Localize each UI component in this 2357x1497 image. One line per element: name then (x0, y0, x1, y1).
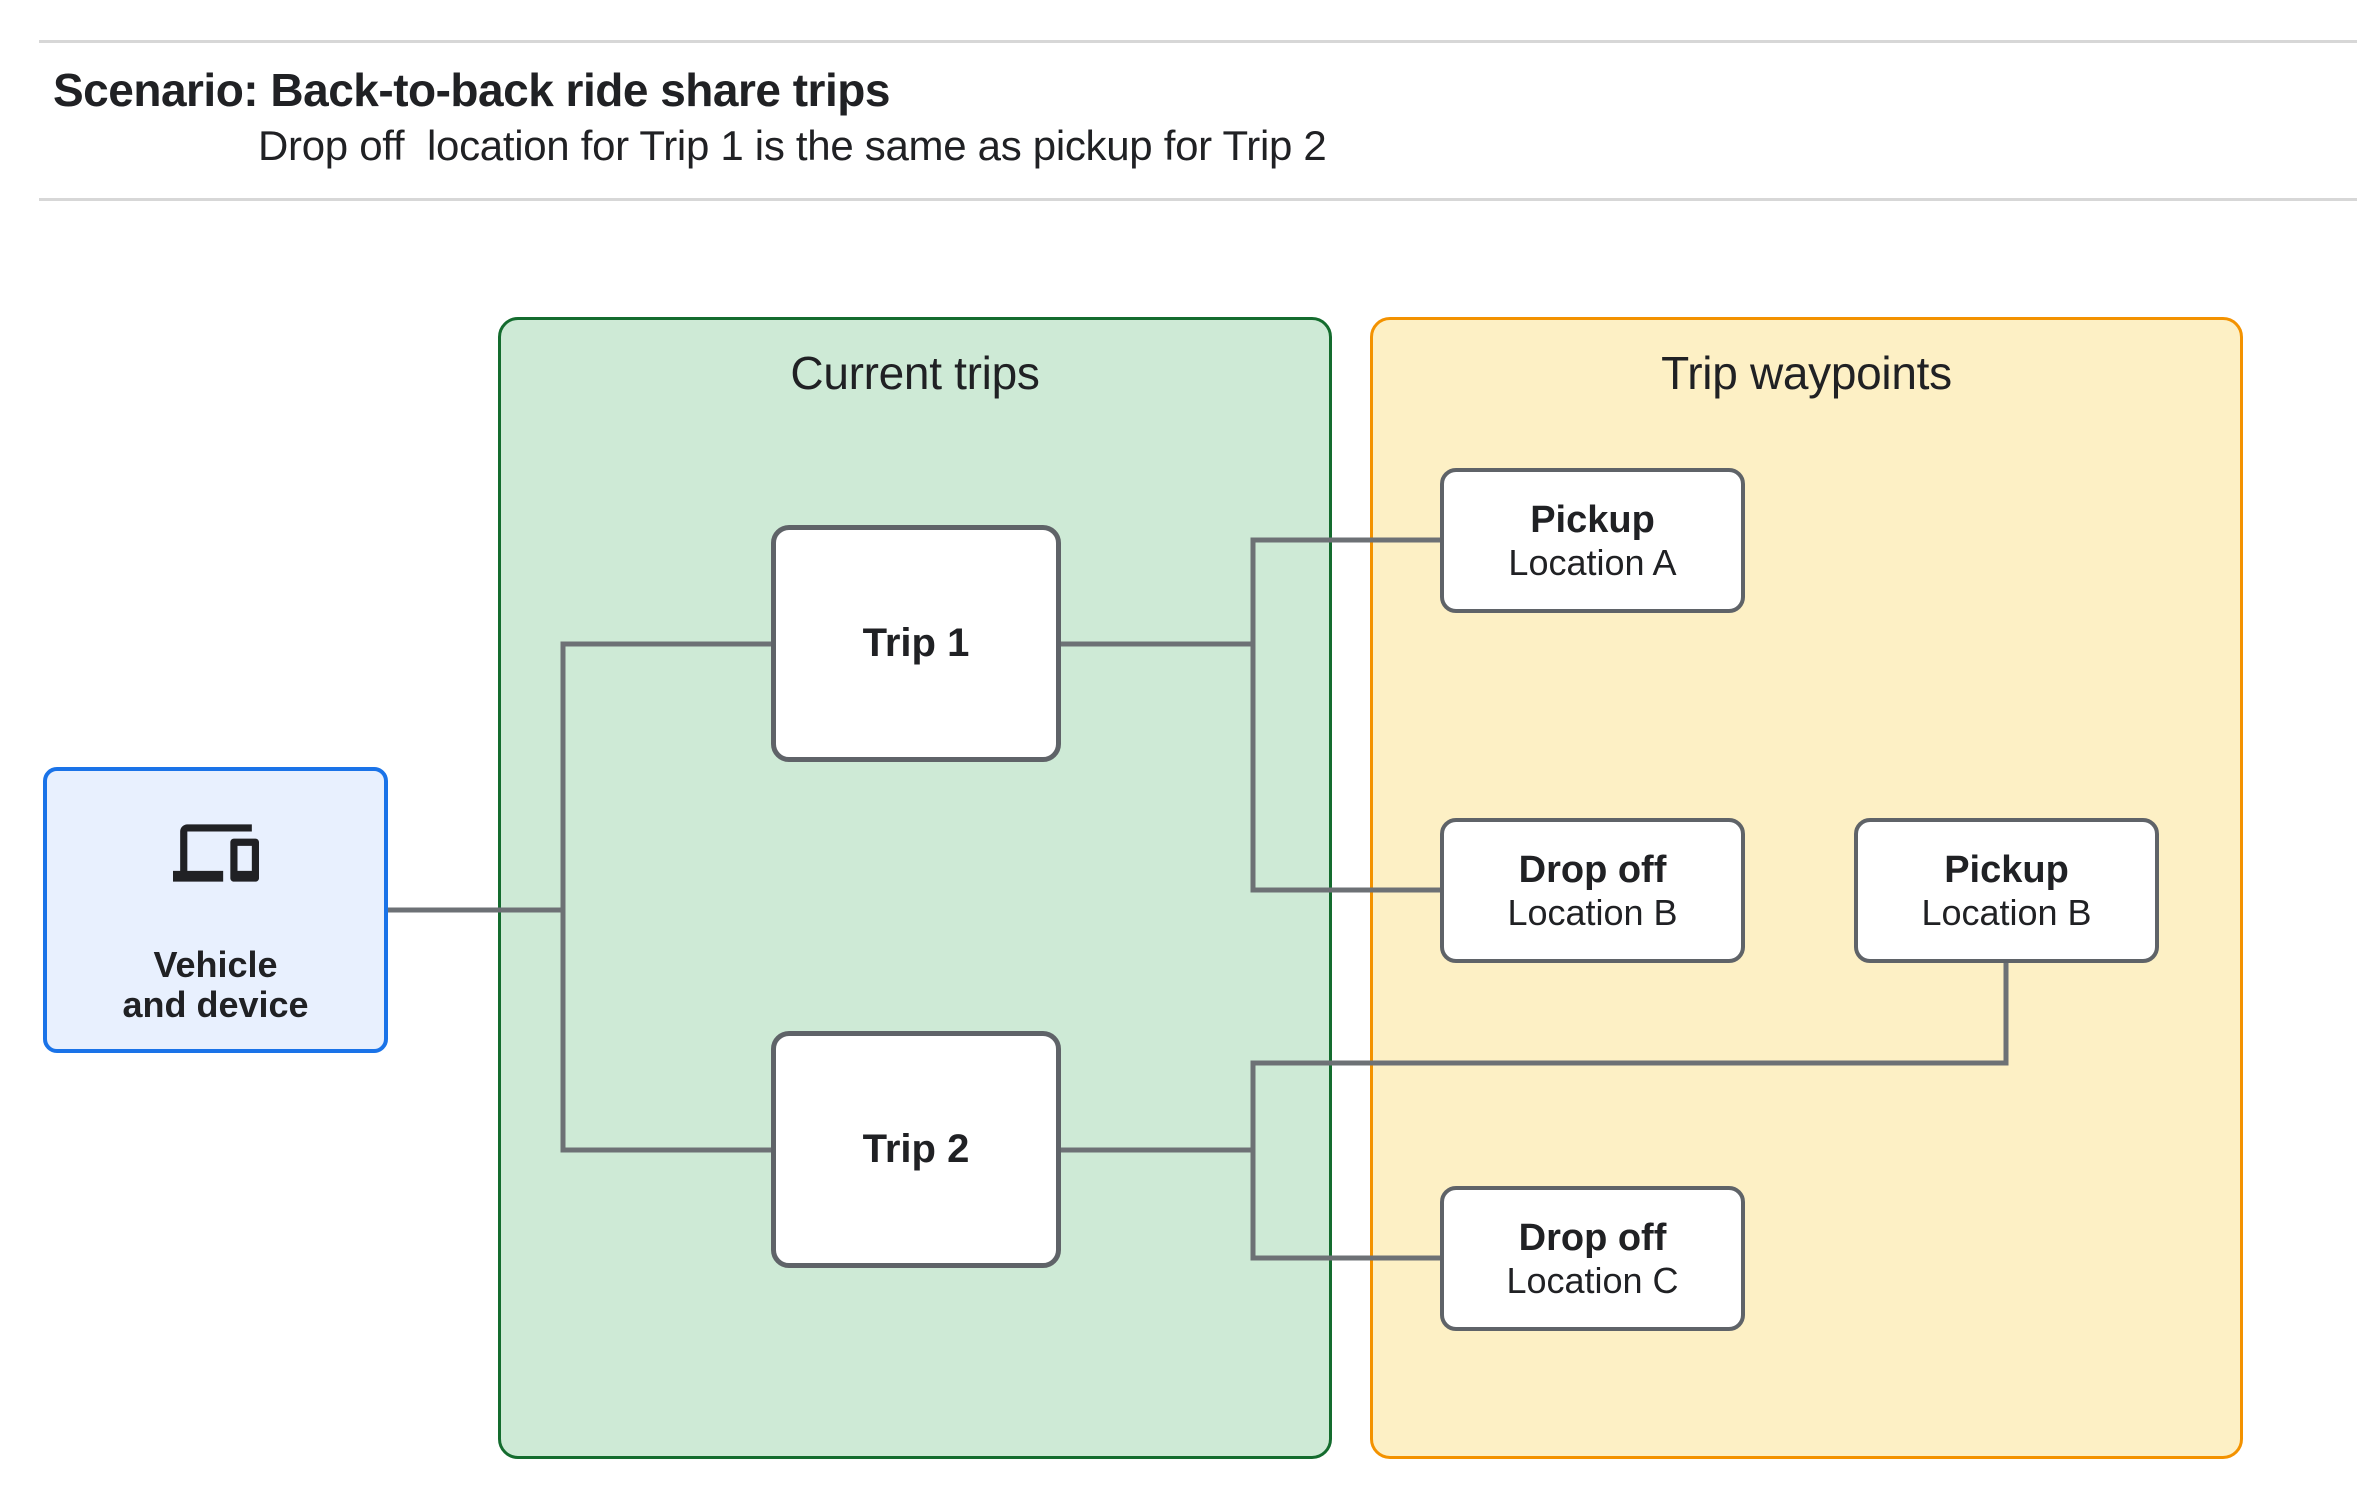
connector-trip1-to-waypoints (1061, 537, 1440, 893)
node-trip-2: Trip 2 (771, 1031, 1061, 1268)
group-current-trips: Current trips (498, 317, 1332, 1459)
connector-vehicle-to-trips (388, 641, 771, 1153)
waypoint-title: Drop off (1518, 1216, 1667, 1259)
page-title: Scenario: Back-to-back ride share trips (53, 64, 890, 116)
header-divider (39, 198, 2357, 201)
trip-1-label: Trip 1 (862, 621, 970, 665)
waypoint-title: Drop off (1518, 848, 1667, 891)
waypoint-title: Pickup (1530, 498, 1655, 541)
waypoint-subtitle: Location B (1921, 891, 2092, 933)
waypoint-subtitle: Location B (1507, 891, 1678, 933)
node-drop-off-location-b: Drop off Location B (1440, 818, 1745, 963)
group-trip-waypoints-title: Trip waypoints (1661, 347, 1952, 399)
node-drop-off-location-c: Drop off Location C (1440, 1186, 1745, 1331)
trip-2-label: Trip 2 (862, 1127, 970, 1171)
vehicle-label-line1: Vehicle (153, 944, 278, 985)
node-vehicle-and-device: Vehicle and device (43, 767, 388, 1053)
waypoint-subtitle: Location C (1506, 1259, 1679, 1301)
vehicle-label: Vehicle and device (122, 945, 308, 1025)
connector-trip2-to-waypoints (1061, 962, 2009, 1261)
group-current-trips-title: Current trips (790, 347, 1040, 399)
page-subtitle: Drop off location for Trip 1 is the same… (258, 122, 1327, 169)
devices-icon (172, 824, 259, 882)
node-trip-1: Trip 1 (771, 525, 1061, 762)
node-pickup-location-a: Pickup Location A (1440, 468, 1745, 613)
waypoint-title: Pickup (1944, 848, 2069, 891)
top-divider (39, 40, 2357, 43)
vehicle-label-line2: and device (122, 984, 309, 1025)
node-pickup-location-b: Pickup Location B (1854, 818, 2159, 963)
waypoint-subtitle: Location A (1508, 541, 1677, 583)
